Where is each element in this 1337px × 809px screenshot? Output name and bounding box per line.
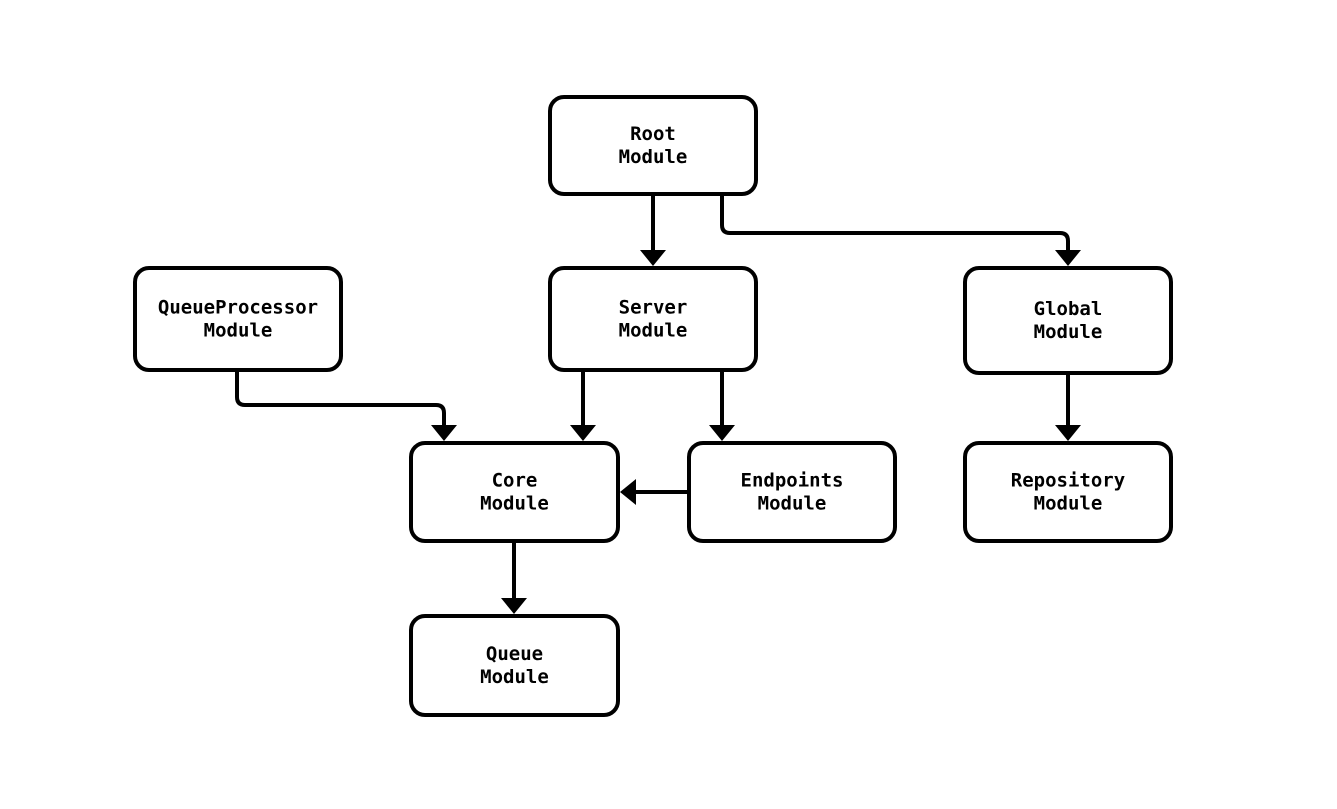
edge-root-to-global — [720, 196, 1081, 266]
node-box[interactable] — [133, 266, 343, 372]
node-label-line2: Module — [1034, 493, 1103, 515]
edge-server-to-endpoints — [709, 372, 735, 441]
node-box[interactable] — [409, 441, 620, 543]
arrowhead-icon — [501, 598, 527, 614]
node-box[interactable] — [963, 441, 1173, 543]
arrowhead-icon — [640, 250, 666, 266]
arrowhead-icon — [1055, 250, 1081, 266]
edge-queueprocessor-to-core — [235, 372, 457, 441]
node-box[interactable] — [409, 614, 620, 717]
edge-server-to-core — [570, 372, 596, 441]
node-box[interactable] — [548, 266, 758, 372]
edge-endpoints-to-core — [620, 479, 687, 505]
node-label-line1: Repository — [1011, 470, 1125, 492]
node-label-line2: Module — [480, 666, 549, 688]
edge-core-to-queue — [501, 543, 527, 614]
edge-line — [720, 196, 1070, 252]
node-label-line2: Module — [619, 320, 688, 342]
arrowhead-icon — [570, 425, 596, 441]
arrowhead-icon — [431, 425, 457, 441]
node-label-line2: Module — [758, 493, 827, 515]
node-label-line1: Server — [619, 297, 688, 319]
arrowhead-icon — [709, 425, 735, 441]
edge-line — [235, 372, 446, 427]
node-label-line2: Module — [619, 146, 688, 168]
arrowhead-icon — [620, 479, 636, 505]
edge-root-to-server — [640, 196, 666, 266]
nodes-layer: RootModuleQueueProcessorModuleServerModu… — [133, 95, 1173, 717]
node-label-line1: Root — [630, 123, 676, 145]
node-label-line2: Module — [1034, 321, 1103, 343]
edge-global-to-repository — [1055, 375, 1081, 441]
node-label-line1: Endpoints — [741, 470, 844, 492]
node-label-line2: Module — [480, 493, 549, 515]
edges-layer — [235, 196, 1081, 614]
node-label-line1: QueueProcessor — [158, 297, 318, 319]
node-box[interactable] — [548, 95, 758, 196]
node-box[interactable] — [687, 441, 897, 543]
arrowhead-icon — [1055, 425, 1081, 441]
node-label-line1: Core — [492, 470, 538, 492]
node-label-line1: Global — [1034, 298, 1103, 320]
node-box[interactable] — [963, 266, 1173, 375]
node-label-line2: Module — [204, 320, 273, 342]
node-label-line1: Queue — [486, 643, 543, 665]
